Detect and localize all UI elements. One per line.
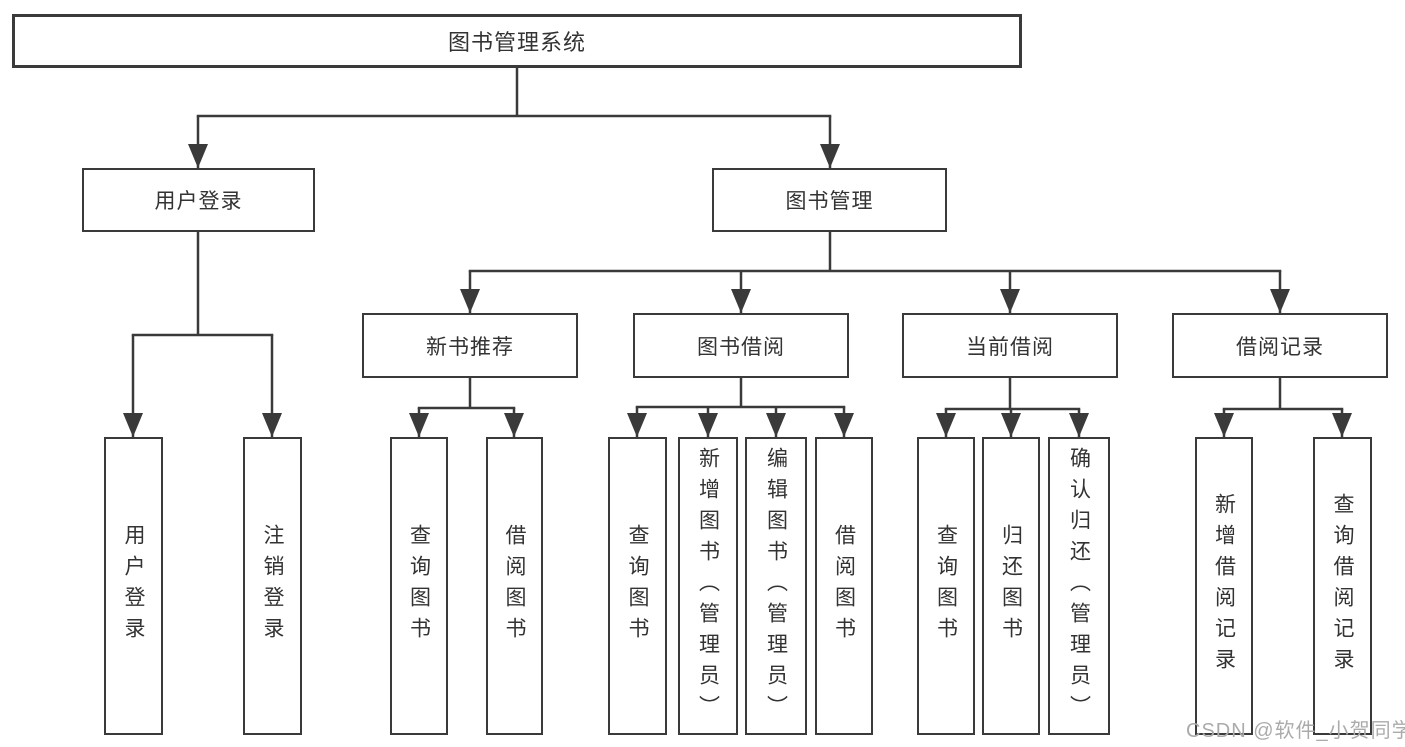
- leaf-query-books-recommend: 查询图书: [390, 437, 448, 735]
- node-book-borrowing: 图书借阅: [633, 313, 849, 378]
- leaf-query-books-current: 查询图书: [917, 437, 975, 735]
- node-label: 查询借阅记录: [1331, 493, 1354, 679]
- node-label: 新书推荐: [426, 335, 514, 359]
- node-label: 查询图书: [626, 524, 649, 648]
- leaf-edit-books-admin: 编辑图书（管理员）: [745, 437, 807, 735]
- node-label: 新增借阅记录: [1212, 493, 1236, 679]
- leaf-add-borrow-record: 新增借阅记录: [1195, 437, 1253, 735]
- node-label: 确认归还（管理员）: [1067, 446, 1091, 726]
- node-library-management-system: 图书管理系统: [12, 14, 1022, 68]
- node-label: 查询图书: [407, 524, 431, 648]
- node-label: 归还图书: [999, 524, 1023, 648]
- node-label: 新增图书（管理员）: [696, 446, 720, 726]
- watermark: CSDN @软件_小贺同学: [1186, 720, 1405, 742]
- leaf-query-books-borrow: 查询图书: [608, 437, 667, 735]
- node-label: 借阅图书: [503, 524, 526, 648]
- node-label: 用户登录: [154, 190, 243, 213]
- node-label: 编辑图书（管理员）: [764, 446, 788, 726]
- leaf-query-borrow-record: 查询借阅记录: [1313, 437, 1372, 735]
- node-label: 图书管理: [785, 190, 874, 213]
- node-label: 借阅记录: [1236, 335, 1324, 359]
- node-label: 当前借阅: [966, 335, 1054, 359]
- node-current-borrowing: 当前借阅: [902, 313, 1118, 378]
- node-label: 注销登录: [261, 524, 284, 648]
- node-label: 用户登录: [122, 524, 145, 648]
- leaf-confirm-return-admin: 确认归还（管理员）: [1048, 437, 1110, 735]
- leaf-user-login: 用户登录: [104, 437, 163, 735]
- leaf-logout: 注销登录: [243, 437, 302, 735]
- node-label: 查询图书: [934, 524, 958, 648]
- node-label: 图书借阅: [697, 335, 785, 359]
- node-book-management: 图书管理: [712, 168, 947, 232]
- node-user-login: 用户登录: [82, 168, 315, 232]
- node-new-book-recommend: 新书推荐: [362, 313, 578, 378]
- node-label: 图书管理系统: [447, 30, 586, 55]
- leaf-borrow-books: 借阅图书: [815, 437, 873, 735]
- leaf-add-books-admin: 新增图书（管理员）: [678, 437, 738, 735]
- leaf-return-books: 归还图书: [982, 437, 1040, 735]
- node-label: 借阅图书: [832, 524, 856, 648]
- leaf-borrow-books-recommend: 借阅图书: [486, 437, 543, 735]
- node-borrowing-records: 借阅记录: [1172, 313, 1388, 378]
